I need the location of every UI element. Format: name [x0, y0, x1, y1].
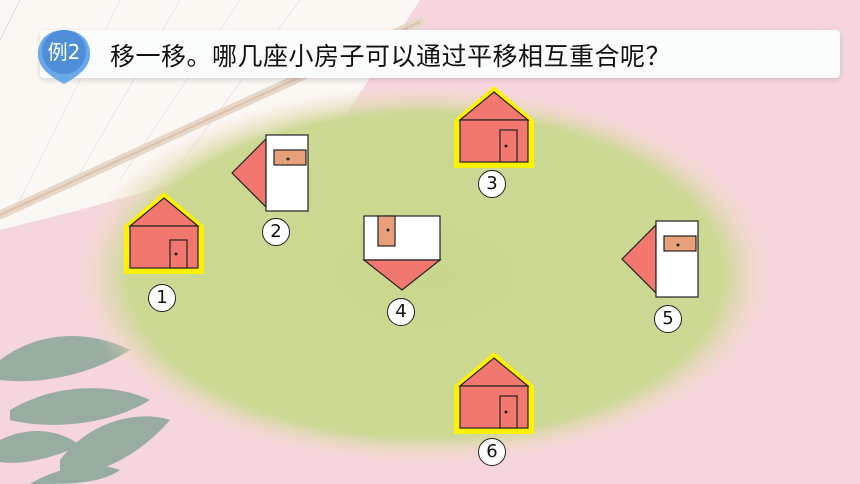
house-3-number: 3	[478, 170, 506, 198]
house-6	[454, 352, 534, 434]
house-4-number: 4	[387, 298, 415, 326]
house-2	[231, 134, 309, 212]
page-title: 移一移。哪几座小房子可以通过平移相互重合呢？	[110, 42, 672, 71]
house-3	[454, 86, 534, 168]
house-6-number: 6	[478, 438, 506, 466]
house-5-number: 5	[654, 305, 682, 333]
house-1	[124, 192, 204, 274]
title-bar	[40, 30, 840, 78]
house-2-number: 2	[262, 218, 290, 246]
example-badge-icon	[38, 30, 90, 84]
house-1-number: 1	[148, 284, 176, 312]
house-4	[362, 215, 442, 291]
leaf-decoration	[0, 336, 170, 484]
example-badge-label: 例2	[47, 40, 81, 64]
house-5	[621, 220, 699, 298]
